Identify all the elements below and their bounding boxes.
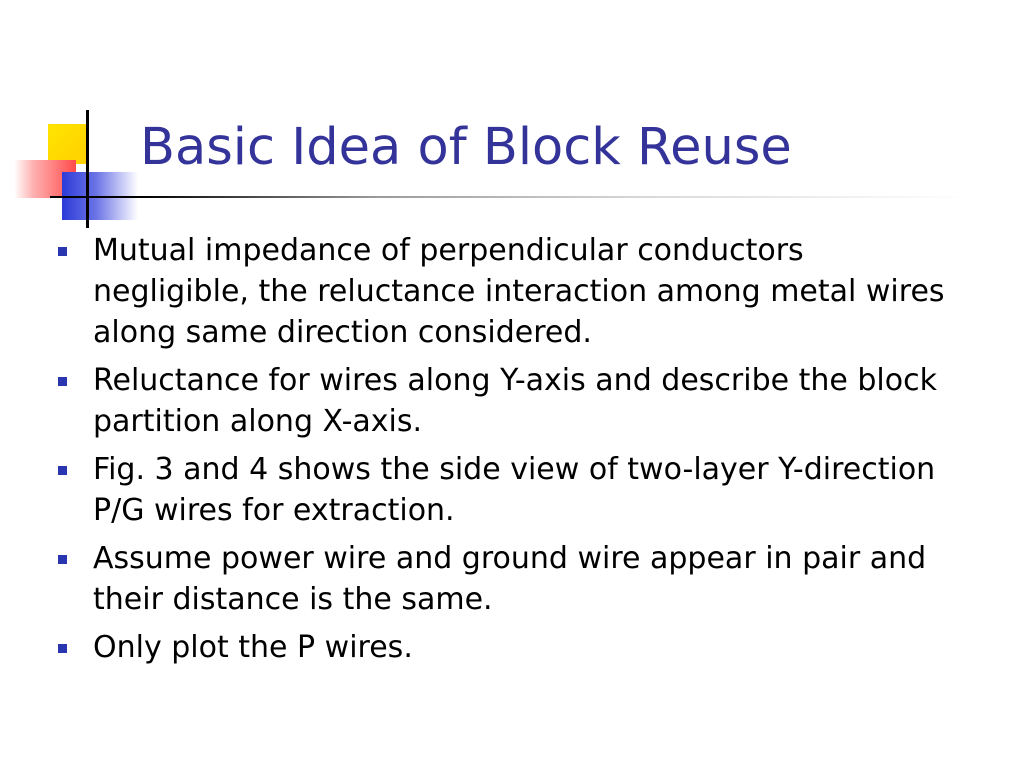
bullet-text: Only plot the P wires. bbox=[93, 630, 413, 665]
square-bullet-icon bbox=[58, 644, 67, 653]
yellow-square-decoration bbox=[48, 124, 88, 164]
bullet-item: Only plot the P wires. bbox=[58, 627, 958, 668]
bullet-text: Fig. 3 and 4 shows the side view of two-… bbox=[93, 452, 936, 528]
bullet-text: Assume power wire and ground wire appear… bbox=[93, 541, 927, 617]
corner-logo-decoration bbox=[0, 0, 140, 235]
title-underline-rule bbox=[50, 196, 970, 198]
square-bullet-icon bbox=[58, 555, 67, 564]
bullet-item: Reluctance for wires along Y-axis and de… bbox=[58, 360, 958, 442]
square-bullet-icon bbox=[58, 377, 67, 386]
square-bullet-icon bbox=[58, 466, 67, 475]
bullet-item: Fig. 3 and 4 shows the side view of two-… bbox=[58, 449, 958, 531]
bullet-item: Assume power wire and ground wire appear… bbox=[58, 538, 958, 620]
slide-title: Basic Idea of Block Reuse bbox=[140, 118, 792, 177]
bullet-list: Mutual impedance of perpendicular conduc… bbox=[58, 230, 958, 675]
square-bullet-icon bbox=[58, 247, 67, 256]
vertical-rule bbox=[86, 110, 89, 228]
bullet-item: Mutual impedance of perpendicular conduc… bbox=[58, 230, 958, 353]
bullet-text: Reluctance for wires along Y-axis and de… bbox=[93, 363, 937, 439]
bullet-text: Mutual impedance of perpendicular conduc… bbox=[93, 233, 945, 350]
